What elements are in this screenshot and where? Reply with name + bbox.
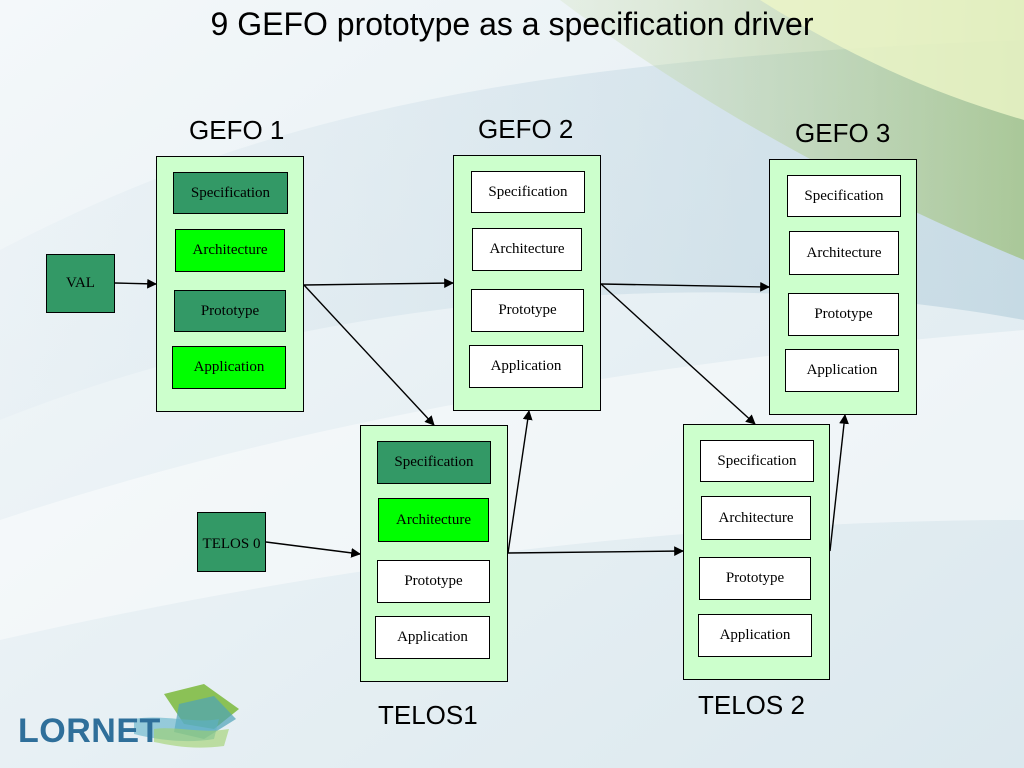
lornet-logo-icon bbox=[134, 684, 239, 748]
telos1-application-box: Application bbox=[375, 616, 490, 659]
gefo2-specification-box: Specification bbox=[471, 171, 585, 213]
gefo1-specification-box: Specification bbox=[173, 172, 288, 214]
gefo1-label: GEFO 1 bbox=[189, 115, 285, 145]
telos2-specification-box: Specification bbox=[700, 440, 814, 482]
gefo3-label: GEFO 3 bbox=[795, 118, 891, 148]
val-box: VAL bbox=[46, 254, 115, 313]
gefo3-architecture-box: Architecture bbox=[789, 231, 899, 275]
gefo3-prototype-box: Prototype bbox=[788, 293, 899, 336]
telos2-application-box: Application bbox=[698, 614, 812, 657]
telos1-label: TELOS1 bbox=[378, 700, 478, 730]
gefo1-architecture-box: Architecture bbox=[175, 229, 285, 272]
gefo3-application-box: Application bbox=[785, 349, 899, 392]
telos1-prototype-box: Prototype bbox=[377, 560, 490, 603]
gefo1-prototype-box: Prototype bbox=[174, 290, 286, 332]
gefo2-application-box: Application bbox=[469, 345, 583, 388]
gefo2-architecture-box: Architecture bbox=[472, 228, 582, 271]
gefo3-specification-box: Specification bbox=[787, 175, 901, 217]
lornet-logo-text: LORNET bbox=[18, 712, 161, 750]
gefo2-label: GEFO 2 bbox=[478, 114, 574, 144]
telos1-specification-box: Specification bbox=[377, 441, 491, 484]
telos2-label: TELOS 2 bbox=[698, 690, 805, 720]
telos0-box: TELOS 0 bbox=[197, 512, 266, 572]
telos2-architecture-box: Architecture bbox=[701, 496, 811, 540]
gefo1-application-box: Application bbox=[172, 346, 286, 389]
slide-title: 9 GEFO prototype as a specification driv… bbox=[210, 6, 814, 42]
telos1-architecture-box: Architecture bbox=[378, 498, 489, 542]
gefo2-prototype-box: Prototype bbox=[471, 289, 584, 332]
telos2-prototype-box: Prototype bbox=[699, 557, 811, 600]
